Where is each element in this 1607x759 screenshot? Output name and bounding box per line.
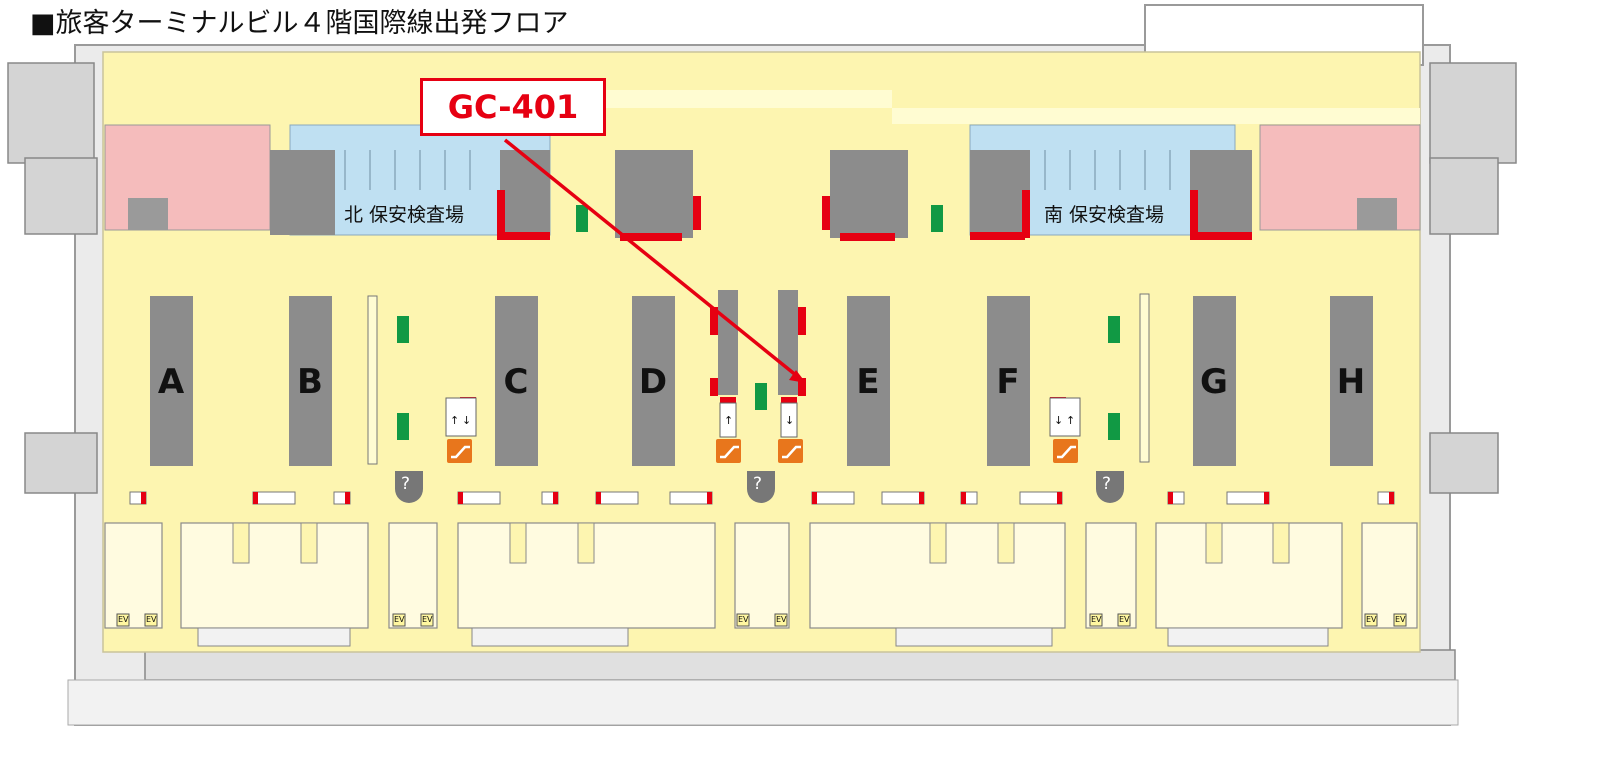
escalator-sign-icon bbox=[447, 439, 472, 463]
elevator-icon: EV bbox=[118, 615, 129, 624]
green-markers bbox=[397, 205, 1120, 440]
info-counters bbox=[395, 471, 1124, 503]
elevator-icon: EV bbox=[1119, 615, 1130, 624]
elevator-icon: EV bbox=[1091, 615, 1102, 624]
info-icon: ? bbox=[753, 474, 763, 494]
escalator-sign-icon bbox=[1053, 439, 1078, 463]
core-blocks bbox=[615, 150, 908, 395]
escalator-down-icon: ↓ bbox=[1054, 414, 1064, 427]
escalator-up-icon: ↑ bbox=[450, 414, 460, 427]
counter-a-label: A bbox=[157, 362, 185, 402]
elevator-icon: EV bbox=[146, 615, 157, 624]
escalator-down-icon: ↓ bbox=[785, 414, 795, 427]
counter-d-label: D bbox=[638, 362, 668, 402]
callout-arrow bbox=[503, 138, 806, 383]
north-security-label: 北 保安検査場 bbox=[344, 204, 465, 226]
counter-b-label: B bbox=[297, 362, 323, 402]
escalator-sign-icon bbox=[716, 439, 741, 463]
counter-islands bbox=[150, 293, 1373, 466]
callout-label: GC-401 bbox=[420, 78, 606, 136]
elevator-icon: EV bbox=[1366, 615, 1377, 624]
counter-h-label: H bbox=[1336, 362, 1366, 402]
escalator-up-icon: ↑ bbox=[724, 414, 734, 427]
page-title: ■旅客ターミナルビル４階国際線出発フロア bbox=[30, 6, 575, 42]
counter-c-label: C bbox=[503, 362, 529, 402]
restricted-areas bbox=[104, 124, 1421, 231]
elevator-marks bbox=[116, 613, 1407, 627]
escalator-up-icon: ↑ bbox=[1066, 414, 1076, 427]
shop-blocks bbox=[104, 522, 1418, 629]
elevator-icon: EV bbox=[1395, 615, 1406, 624]
info-icon: ? bbox=[1102, 474, 1112, 494]
elevator-icon: EV bbox=[776, 615, 787, 624]
info-icon: ? bbox=[401, 474, 411, 494]
red-markers bbox=[460, 190, 1252, 403]
elevator-icon: EV bbox=[422, 615, 433, 624]
shop-notches bbox=[232, 522, 1290, 564]
escalator-sign-icon bbox=[778, 439, 803, 463]
elevator-icon: EV bbox=[738, 615, 749, 624]
south-security-label: 南 保安検査場 bbox=[1044, 204, 1165, 226]
escalators bbox=[445, 397, 1081, 463]
elevator-icon: EV bbox=[394, 615, 405, 624]
kiosk-red-tips bbox=[141, 492, 1394, 504]
escalator-down-icon: ↓ bbox=[462, 414, 472, 427]
counter-g-label: G bbox=[1200, 362, 1228, 402]
counter-e-label: E bbox=[856, 362, 880, 402]
counter-f-label: F bbox=[996, 362, 1020, 402]
landside-doors bbox=[197, 627, 1329, 647]
